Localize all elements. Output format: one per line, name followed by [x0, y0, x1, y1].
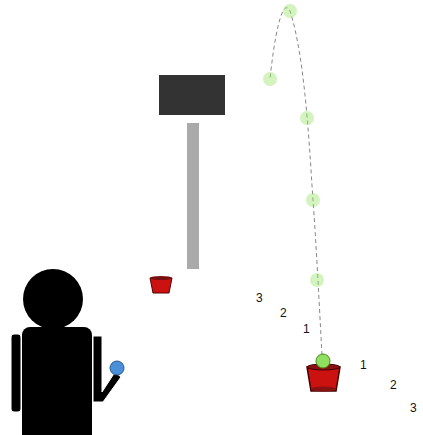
ball	[316, 354, 330, 368]
trajectory-line	[270, 8, 322, 355]
person-head	[23, 269, 83, 329]
callout-number: 1	[303, 322, 310, 336]
callout-number: 3	[256, 291, 263, 305]
ghost-ball	[283, 4, 297, 18]
ghost-ball	[310, 273, 324, 287]
ghost-ball	[306, 193, 320, 207]
callout-number: 1	[360, 358, 367, 372]
callout-number: 2	[280, 306, 287, 320]
backboard	[159, 75, 225, 115]
ghost-ball	[300, 111, 314, 125]
callout-number: 3	[410, 401, 417, 415]
ghost-ball	[263, 72, 277, 86]
held-ball	[110, 361, 124, 375]
target-cup-base	[311, 387, 336, 392]
person-body	[22, 327, 92, 435]
person-arm	[11, 334, 21, 412]
small-cup	[150, 278, 172, 293]
pole	[187, 123, 199, 269]
target-cup	[307, 367, 340, 391]
callout-number: 2	[390, 378, 397, 392]
small-cup-rim	[150, 276, 172, 280]
